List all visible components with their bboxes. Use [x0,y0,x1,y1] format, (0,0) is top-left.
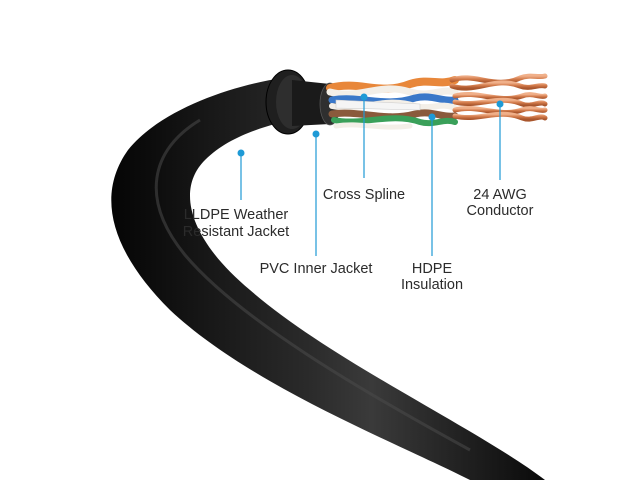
label-conductor-line2: Conductor [467,203,534,219]
cross-spline [335,99,421,111]
label-insulation-line1: HDPE [412,261,453,277]
leader-inner-jacket [312,130,320,256]
jacket-highlight [154,118,471,452]
label-outer-jacket-line1: LLDPE Weather [184,207,289,223]
leader-conductor [496,100,504,180]
label-insulation-line2: Insulation [401,277,463,293]
outer-jacket-body [111,78,545,480]
label-conductor-line1: 24 AWG [473,187,526,203]
label-outer-jacket-line2: Resistant Jacket [183,224,289,240]
copper-conductors [449,73,548,122]
twisted-pairs [326,76,459,130]
label-cross-spline: Cross Spline [323,187,405,203]
label-inner-jacket: PVC Inner Jacket [260,261,373,277]
leader-cross-spline [360,93,368,178]
leader-insulation [428,113,436,256]
inner-jacket [292,80,330,126]
leader-outer-jacket [237,149,245,200]
